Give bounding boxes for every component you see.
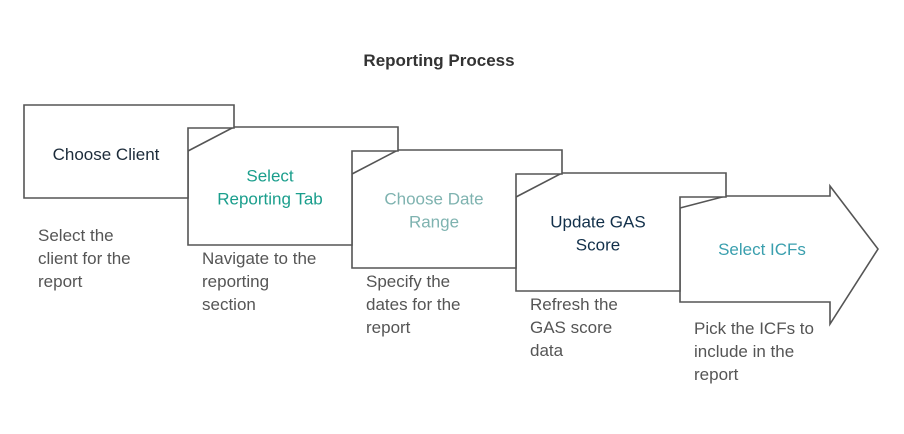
step-1-label: Choose Client [53,145,160,164]
step-3-label-line: Choose Date [384,190,483,209]
step-5-label: Select ICFs [718,240,806,259]
step-2-shape [187,126,399,246]
step-4-label-line: Score [576,236,620,255]
step-2-description-line: Navigate to the [202,249,316,268]
step-4-shape [515,172,727,292]
step-5-shape [679,183,879,327]
step-2-description: Navigate to the reporting section [202,249,316,314]
step-2-description-line: section [202,295,256,314]
step-1-shape [23,104,235,199]
step-2-description-line: reporting [202,272,269,291]
step-5-description-line: include in the [694,342,794,361]
step-4-label: Update GAS Score [550,213,645,255]
step-5-description-line: report [694,365,739,384]
step-5-label-line: Select ICFs [718,240,806,259]
step-3-shape [351,149,563,269]
step-4-description-line: Refresh the [530,295,618,314]
step-5-description: Pick the ICFs to include in the report [694,319,814,384]
step-3-description-line: dates for the [366,295,461,314]
step-4-label-line: Update GAS [550,213,645,232]
step-4-description-line: data [530,341,564,360]
step-1-description-line: Select the [38,226,114,245]
diagram-title: Reporting Process [363,51,514,70]
step-1-description-line: report [38,272,83,291]
step-3-description-line: Specify the [366,272,450,291]
step-4-description-line: GAS score [530,318,612,337]
step-3-description: Specify the dates for the report [366,272,461,337]
step-5-description-line: Pick the ICFs to [694,319,814,338]
step-1-description: Select the client for the report [38,226,131,291]
step-1-label-line: Choose Client [53,145,160,164]
step-1-description-line: client for the [38,249,131,268]
step-2-label-line: Reporting Tab [217,190,323,209]
step-2-label-line: Select [246,167,294,186]
step-3-description-line: report [366,318,411,337]
step-3-label-line: Range [409,213,459,232]
